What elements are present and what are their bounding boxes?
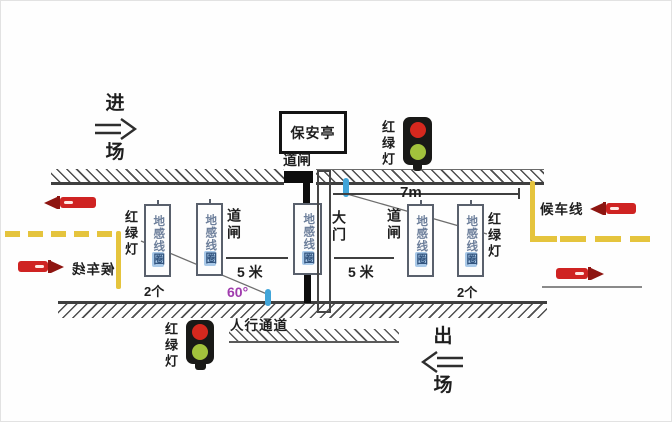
green-lamp-icon: [192, 344, 208, 360]
traffic-light-icon-top: [403, 117, 432, 165]
induction-coil-left-1: 地感线圈: [144, 200, 171, 277]
red-lamp-icon: [192, 324, 208, 340]
coil-stub: [469, 200, 472, 206]
coil-count-left: 2个: [144, 284, 165, 299]
red-lamp-icon: [409, 122, 426, 139]
barrier-gate-arm: [284, 171, 313, 183]
wall-bottom: [58, 301, 547, 318]
induction-coil-label: 地感线圈: [302, 213, 315, 265]
traffic-light-label-right: 红绿灯: [486, 212, 501, 260]
barrier-gate-label-right: 道闸: [386, 208, 402, 242]
induction-coil-right-2: 地感线圈: [457, 200, 484, 277]
traffic-light-label-top: 红绿灯: [380, 120, 395, 168]
exit-char-top: 出: [433, 326, 453, 347]
vehicle-arrow-top-left: [44, 196, 96, 209]
main-gate-label: 大门: [331, 210, 347, 244]
yellow-dashed-line-right: [560, 236, 650, 242]
yellow-dashed-line-left: [5, 231, 115, 237]
traffic-light-label-bottom: 红绿灯: [163, 322, 178, 370]
barrier-gate-post-upper: [303, 183, 310, 204]
measure-label-7m: 7m: [400, 184, 422, 201]
waiting-line-label-right: 候车线: [540, 202, 584, 217]
pedestrian-path-label: 人行通道: [230, 318, 288, 333]
barrier-gate-post-lower: [304, 275, 311, 303]
exit-arrow-icon: [421, 350, 463, 373]
main-gate-frame: [317, 170, 331, 313]
traffic-light-label-left: 红绿灯: [123, 210, 138, 258]
yellow-line-right-vertical: [530, 181, 535, 238]
measure-label-5m-center: 5 米: [348, 264, 374, 280]
yellow-line-left-vertical: [116, 231, 121, 289]
induction-coil-label: 地感线圈: [152, 214, 165, 267]
measure-label-5m-left: 5 米: [237, 264, 263, 280]
exit-char-bottom: 场: [433, 374, 453, 396]
enter-arrow-icon: [95, 117, 137, 140]
barrier-gate-label-top: 道闸: [283, 152, 311, 168]
traffic-light-base: [195, 364, 206, 370]
traffic-light-base: [413, 165, 422, 171]
camera-marker-bottom: [265, 289, 271, 306]
enter-flow: 进 场: [93, 93, 137, 164]
vehicle-arrow-bottom-left: [18, 260, 64, 273]
green-lamp-icon: [409, 143, 426, 160]
security-booth-label: 保安亭: [290, 124, 336, 141]
exit-flow: 出 场: [421, 326, 465, 397]
coil-count-right: 2个: [457, 285, 478, 300]
induction-coil-label: 地感线圈: [415, 214, 428, 267]
waiting-line-label-left-mirrored: 候车线: [71, 262, 115, 277]
measure-tick-7m: [518, 188, 520, 199]
barrier-gate-label-left: 道闸: [226, 208, 242, 242]
wall-pedestrian-lower: [229, 329, 399, 343]
coil-stub: [156, 200, 159, 206]
induction-coil-right-1: 地感线圈: [407, 200, 434, 277]
coil-stub: [419, 200, 422, 206]
vehicle-arrow-top-right: [590, 202, 636, 215]
enter-char-top: 进: [105, 93, 125, 114]
coil-stub: [208, 199, 211, 205]
camera-marker-top: [343, 178, 349, 197]
induction-coil-label: 地感线圈: [465, 214, 478, 267]
measure-line-5m-left: [226, 257, 288, 259]
measure-line-5m-center: [334, 257, 394, 259]
induction-coil-label: 地感线圈: [204, 213, 217, 266]
wall-top-left: [51, 169, 284, 185]
enter-char-bottom: 场: [105, 141, 125, 163]
induction-coil-left-2: 地感线圈: [196, 199, 223, 276]
yellow-line-right-corner: [530, 236, 557, 242]
traffic-light-icon-bottom: [186, 320, 214, 364]
measure-line-7m: [333, 193, 520, 195]
wall-top-right: [316, 169, 544, 185]
road-edge-line: [542, 286, 642, 288]
camera-angle-label: 60°: [227, 284, 249, 300]
vehicle-arrow-bottom-right: [556, 267, 604, 280]
security-booth: 保安亭: [279, 111, 347, 154]
